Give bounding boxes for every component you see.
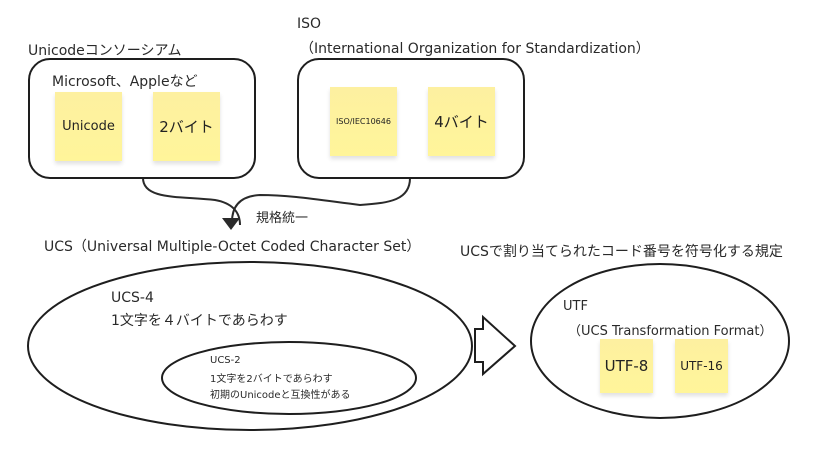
connector-unicode bbox=[142, 177, 241, 226]
sticky-note-text: Unicode bbox=[62, 119, 115, 134]
sticky-note-text: ISO/IEC10646 bbox=[336, 117, 391, 126]
sticky-note-utf16: UTF-16 bbox=[675, 339, 728, 393]
iso-subtitle: （International Organization for Standard… bbox=[300, 41, 650, 57]
sticky-note-unicode: Unicode bbox=[55, 92, 122, 161]
ucs-title: UCS（Universal Multiple-Octet Coded Chara… bbox=[44, 239, 421, 255]
sticky-note-utf8: UTF-8 bbox=[600, 339, 653, 393]
sticky-note-text: 2バイト bbox=[159, 118, 214, 136]
merge-label: 規格統一 bbox=[256, 211, 309, 226]
connector-iso bbox=[231, 177, 411, 223]
utf-full-name: （UCS Transformation Format） bbox=[568, 324, 773, 339]
sticky-note-4byte: 4バイト bbox=[428, 87, 495, 156]
ucs4-description: 1文字を４バイトであらわす bbox=[111, 313, 288, 329]
ucs2-note: 初期のUnicodeと互換性がある bbox=[210, 390, 351, 401]
utf-name: UTF bbox=[563, 299, 588, 314]
unicode-consortium-box bbox=[28, 58, 256, 179]
utf-ellipse bbox=[530, 263, 790, 419]
unicode-members-label: Microsoft、Appleなど bbox=[52, 74, 198, 90]
merge-arrowhead bbox=[222, 218, 240, 230]
sticky-note-2byte: 2バイト bbox=[153, 92, 220, 161]
ucs2-description: 1文字を2バイトであらわす bbox=[210, 374, 333, 385]
unicode-consortium-title: Unicodeコンソーシアム bbox=[28, 43, 182, 59]
ucs2-ellipse bbox=[161, 341, 417, 415]
iso-title: ISO bbox=[297, 16, 322, 32]
ucs2-name: UCS-2 bbox=[210, 355, 241, 366]
sticky-note-text: UTF-16 bbox=[680, 359, 723, 373]
sticky-note-text: UTF-8 bbox=[604, 357, 649, 375]
sticky-note-iso-iec-10646: ISO/IEC10646 bbox=[330, 87, 397, 156]
iso-box bbox=[297, 58, 525, 179]
ucs4-name: UCS-4 bbox=[111, 290, 154, 306]
block-arrow-right bbox=[474, 314, 517, 377]
ucs4-ellipse bbox=[27, 261, 473, 431]
sticky-note-text: 4バイト bbox=[434, 113, 489, 131]
utf-caption: UCSで割り当てられたコード番号を符号化する規定 bbox=[460, 244, 783, 260]
